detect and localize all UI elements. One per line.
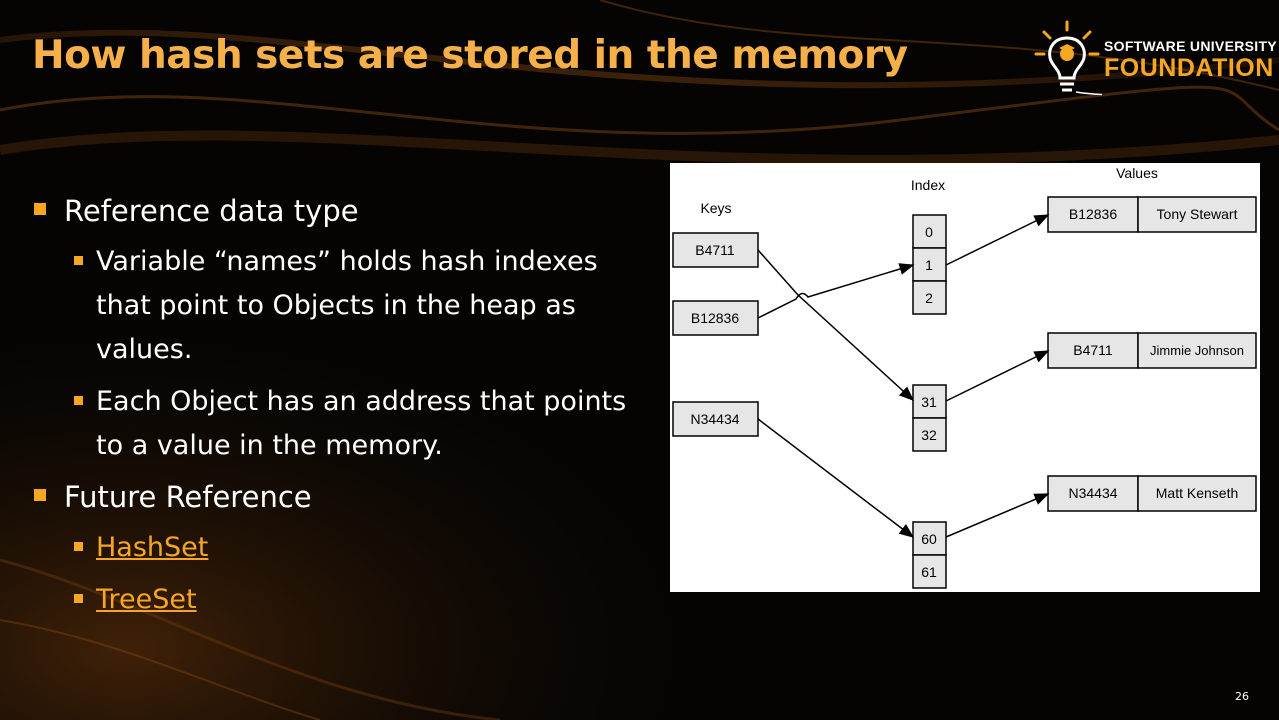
list-item: Future Reference (34, 476, 644, 518)
index-cell: 61 (912, 554, 947, 589)
index-cell: 31 (912, 384, 947, 419)
svg-text:1: 1 (925, 257, 933, 273)
index-cell: 60 (912, 521, 947, 556)
value-row: B4711 Jimmie Johnson (1047, 332, 1257, 369)
svg-text:60: 60 (921, 531, 937, 547)
list-item: HashSet (34, 526, 644, 570)
index-cell: 0 (912, 214, 947, 249)
square-bullet-icon (74, 594, 83, 603)
svg-text:2: 2 (925, 290, 933, 306)
bullet-text: Reference data type (64, 194, 359, 228)
bullet-text: Each Object has an address that points t… (96, 386, 627, 461)
square-bullet-icon (34, 489, 46, 501)
square-bullet-icon (74, 542, 83, 551)
bullet-text: Future Reference (64, 480, 312, 514)
svg-text:N34434: N34434 (1068, 485, 1117, 501)
values-header: Values (1116, 165, 1158, 181)
slide-title: How hash sets are stored in the memory (32, 33, 908, 78)
svg-text:Tony Stewart: Tony Stewart (1157, 206, 1238, 222)
index-cell: 32 (912, 417, 947, 452)
lightbulb-logo-icon (1034, 20, 1102, 96)
index-cell: 1 (912, 247, 947, 282)
index-header: Index (911, 177, 945, 193)
value-row: N34434 Matt Kenseth (1047, 475, 1257, 512)
keys-header: Keys (700, 200, 731, 216)
svg-text:B4711: B4711 (1073, 342, 1113, 358)
logo-line2: FOUNDATION (1104, 54, 1274, 82)
bullet-list: Reference data type Variable “names” hol… (34, 190, 644, 630)
diagram-arrows (757, 214, 1050, 538)
svg-text:B4711: B4711 (695, 242, 735, 258)
list-item: TreeSet (34, 578, 644, 622)
key-box: B12836 (672, 300, 759, 336)
treeset-link[interactable]: TreeSet (96, 584, 197, 615)
key-box: B4711 (672, 232, 759, 268)
svg-text:Matt Kenseth: Matt Kenseth (1156, 485, 1239, 501)
svg-text:31: 31 (921, 394, 937, 410)
svg-text:B12836: B12836 (1069, 206, 1117, 222)
value-row: B12836 Tony Stewart (1047, 196, 1257, 233)
svg-text:0: 0 (925, 224, 933, 240)
list-item: Each Object has an address that points t… (34, 380, 644, 468)
svg-text:Jimmie Johnson: Jimmie Johnson (1150, 343, 1244, 358)
list-item: Reference data type (34, 190, 644, 232)
svg-text:32: 32 (921, 427, 937, 443)
software-university-logo: SOFTWARE UNIVERSITY FOUNDATION (1032, 18, 1277, 100)
logo-line1: SOFTWARE UNIVERSITY (1104, 38, 1277, 54)
list-item: Variable “names” holds hash indexes that… (34, 240, 644, 372)
svg-text:B12836: B12836 (691, 310, 739, 326)
svg-text:N34434: N34434 (690, 411, 739, 427)
square-bullet-icon (74, 396, 83, 405)
hashset-diagram: Keys Index Values B4711 B12836 N34434 0 … (670, 163, 1260, 592)
square-bullet-icon (74, 256, 83, 265)
square-bullet-icon (34, 203, 46, 215)
hashset-link[interactable]: HashSet (96, 532, 209, 563)
bullet-text: Variable “names” holds hash indexes that… (96, 246, 598, 365)
key-box: N34434 (672, 401, 759, 437)
svg-text:61: 61 (921, 564, 937, 580)
index-cell: 2 (912, 280, 947, 315)
page-number: 26 (1235, 690, 1249, 703)
